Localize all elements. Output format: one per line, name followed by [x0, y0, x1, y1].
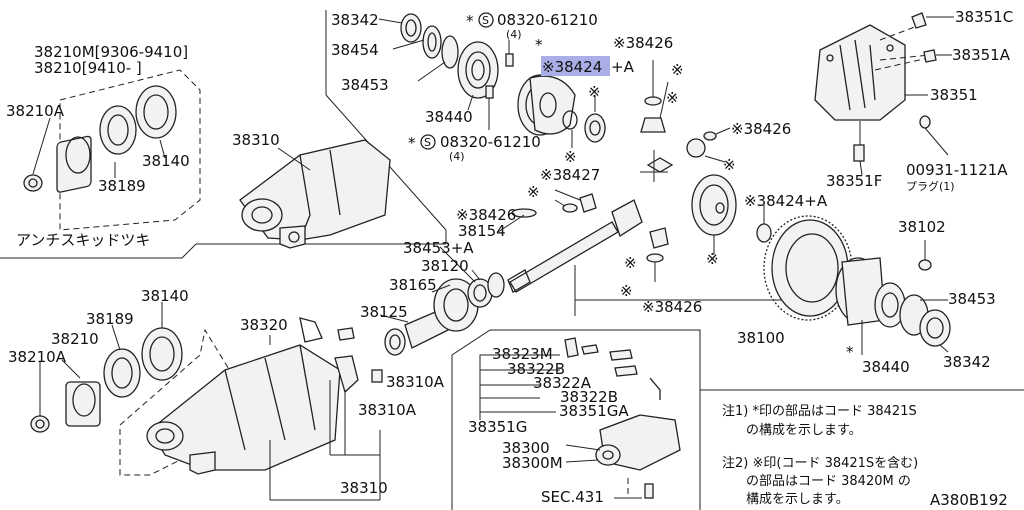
label-38351G: 38351G	[468, 418, 527, 436]
part-labels: 38342 38454 38453 38440 * S 08320-61210 …	[6, 8, 1013, 506]
label-38351C: 38351C	[955, 8, 1013, 26]
label-38140-bottom: 38140	[141, 287, 189, 305]
mark-ref-3: ※	[564, 148, 577, 166]
top-housing-38310	[239, 139, 391, 249]
label-38453-top: 38453	[341, 76, 389, 94]
label-38189-bottom: 38189	[86, 310, 134, 328]
label-38300: 38300	[502, 439, 550, 457]
s-marker-mid: S	[424, 136, 431, 149]
s-marker-top: S	[482, 14, 489, 27]
bolt-star-top: *	[466, 12, 474, 30]
s-circle-top	[478, 12, 494, 28]
label-38310A-b: 38310A	[358, 401, 417, 419]
label-38100: 38100	[737, 329, 785, 347]
label-38120: 38120	[421, 257, 469, 275]
right-diff-case	[835, 240, 951, 355]
label-38424-highlighted[interactable]: ※38424	[542, 58, 602, 76]
label-38351: 38351	[930, 86, 978, 104]
label-38210A-top: 38210A	[6, 102, 65, 120]
label-bolt-mid-qty: (4)	[449, 150, 465, 163]
label-38210: 38210[9410- ]	[34, 59, 142, 77]
label-38342-top: 38342	[331, 11, 379, 29]
bottom-left-flange-group	[30, 302, 261, 476]
label-38320: 38320	[240, 316, 288, 334]
label-bolt-top-qty: (4)	[506, 28, 522, 41]
label-38426-c: ※38426	[456, 206, 516, 224]
label-38424-a: ※38424+A	[744, 192, 828, 210]
mark-ref-6: ※	[527, 183, 540, 201]
notes: 注1) *印の部品はコード 38421S の構成を示します。 注2) ※印(コー…	[722, 404, 1008, 509]
label-38440-top: 38440	[425, 108, 473, 126]
note1-line1: 注1) *印の部品はコード 38421S	[722, 404, 917, 419]
label-38210-bottom: 38210	[51, 330, 99, 348]
label-38351GA: 38351GA	[559, 402, 629, 420]
label-38210A-bottom: 38210A	[8, 348, 67, 366]
highlight-38424	[541, 56, 610, 76]
label-38440-right: 38440	[862, 358, 910, 376]
mark-ref-8: ※	[624, 254, 637, 272]
label-38125: 38125	[360, 303, 408, 321]
label-38189-top: 38189	[98, 177, 146, 195]
label-00931: 00931-1121A	[906, 161, 1008, 179]
label-38351F: 38351F	[826, 172, 882, 190]
label-38140-top: 38140	[142, 152, 190, 170]
label-38165: 38165	[389, 276, 437, 294]
note2-line3: 構成を示します。	[746, 492, 849, 507]
mark-ref-9: ※	[620, 282, 633, 300]
label-38454: 38454	[331, 41, 379, 59]
label-38300M: 38300M	[502, 454, 563, 472]
pinion-bearing-group	[379, 246, 505, 356]
label-sec431: SEC.431	[541, 488, 604, 506]
s-circle-mid	[420, 134, 436, 150]
rear-cover	[814, 12, 954, 176]
label-bolt-top: 08320-61210	[497, 11, 598, 29]
label-38323M: 38323M	[492, 345, 553, 363]
note1-line2: の構成を示します。	[746, 423, 862, 438]
label-38453-right: 38453	[948, 290, 996, 308]
note2-line1: 注2) ※印(コード 38421Sを含む)	[722, 455, 918, 471]
label-38210M: 38210M[9306-9410]	[34, 43, 188, 61]
star-above-38424: *	[535, 36, 543, 54]
diagram-code: A380B192	[930, 491, 1008, 509]
label-38426-a: ※38426	[613, 34, 673, 52]
label-38310-top: 38310	[232, 131, 280, 149]
label-38424-highlighted-suffix: +A	[611, 58, 635, 76]
label-38351A: 38351A	[952, 46, 1011, 64]
drive-pinion-shaft	[497, 199, 801, 316]
label-38322B-b: 38322B	[560, 388, 618, 406]
label-38426-b: ※38426	[731, 120, 791, 138]
label-38426-d: ※38426	[642, 298, 702, 316]
mark-ref-4: ※	[666, 89, 679, 107]
diff-case	[517, 74, 606, 148]
label-bolt-mid: 08320-61210	[440, 133, 541, 151]
label-38310A-a: 38310A	[386, 373, 445, 391]
top-center-bearing-group	[378, 13, 514, 130]
label-plug: プラグ(1)	[906, 179, 955, 193]
bottom-housing-38310	[146, 317, 383, 501]
assembly-group	[479, 337, 681, 499]
star-38440-right: *	[846, 343, 854, 361]
top-left-flange-group	[23, 69, 201, 231]
mark-ref-7: ※	[706, 250, 719, 268]
label-38322B-a: 38322B	[507, 360, 565, 378]
label-38427: ※38427	[540, 166, 600, 184]
label-38453A: 38453+A	[403, 239, 474, 257]
bolt-star-mid: *	[408, 134, 416, 152]
mark-ref-1: ※	[671, 61, 684, 79]
note2-line2: の部品はコード 38420M の	[746, 474, 911, 489]
label-38342-right: 38342	[943, 353, 991, 371]
label-antiskid: アンチスキッドツキ	[16, 231, 150, 249]
label-38310-bottom: 38310	[340, 479, 388, 497]
label-38322A: 38322A	[533, 374, 592, 392]
label-38102: 38102	[898, 218, 946, 236]
mark-ref-5: ※	[723, 156, 736, 174]
mark-ref-2: ※	[588, 83, 601, 101]
label-38154: 38154	[458, 222, 506, 240]
pinion-gear-group	[554, 60, 772, 282]
